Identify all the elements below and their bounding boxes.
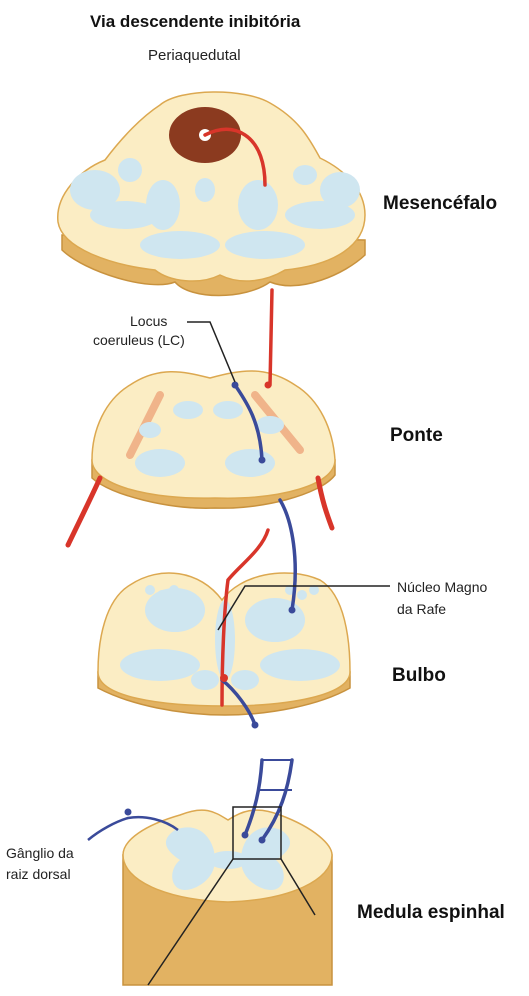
spinal-cord-section (123, 810, 332, 985)
nucleo-label-line1: Núcleo Magno (397, 579, 487, 595)
drg-cell-body (125, 809, 132, 816)
locus-label-line1: Locus (130, 313, 167, 329)
pons-label: Ponte (390, 425, 443, 447)
ganglion-label-line2: raiz dorsal (6, 866, 71, 882)
locus-pointer (187, 322, 235, 382)
nucleo-label-line2: da Rafe (397, 601, 446, 617)
mesencephalon-section (58, 92, 365, 296)
spinal-cord-label: Medula espinhal (357, 902, 505, 924)
ganglion-label-line1: Gânglio da (6, 845, 74, 861)
pons-top (92, 371, 335, 498)
medulla-label: Bulbo (392, 665, 446, 687)
locus-label-line2: coeruleus (LC) (93, 332, 185, 348)
pons-section (68, 371, 335, 545)
mesencephalon-label: Mesencéfalo (383, 193, 497, 215)
periaqueductal-label: Periaquedutal (148, 47, 241, 64)
diagram-title: Via descendente inibitória (90, 12, 300, 32)
